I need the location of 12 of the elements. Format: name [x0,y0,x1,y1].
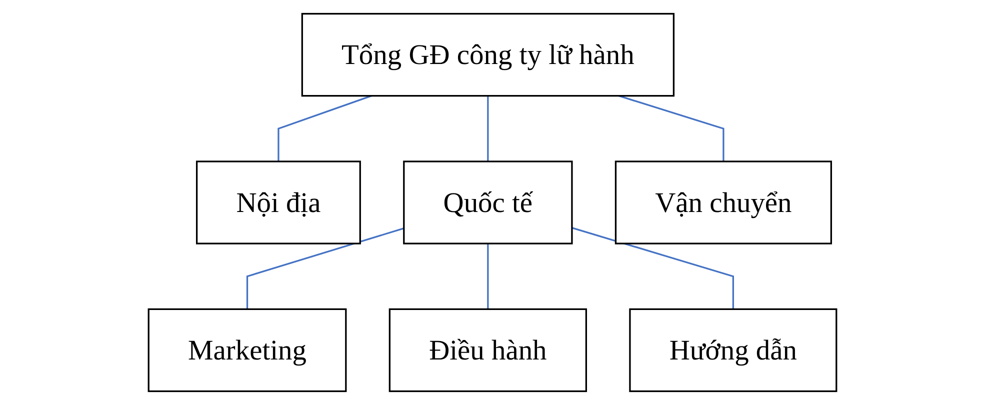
connector [487,96,489,162]
node-box: Marketing [148,308,347,392]
node-box: Hướng dẫn [629,308,838,392]
node-box: Vận chuyển [614,160,832,244]
connector [246,228,404,310]
connector [278,95,372,162]
connector [618,95,724,162]
connector [572,227,734,310]
node-box: Nội địa [196,160,361,244]
node-box: Điều hành [388,308,587,392]
node-box: Tổng GĐ công ty lữ hành [301,12,675,97]
connector [487,244,489,310]
